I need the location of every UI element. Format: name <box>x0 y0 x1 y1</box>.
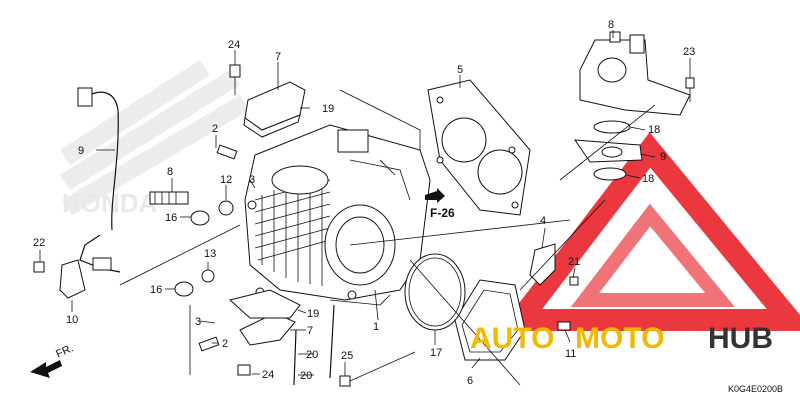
front-marker-text: FR. <box>54 342 75 360</box>
o-ring-upper <box>593 120 631 134</box>
label-3-bottom: 3 <box>195 316 201 328</box>
label-17: 17 <box>430 347 442 359</box>
label-13: 11 <box>565 348 576 360</box>
label-2-bottom: 2 <box>222 338 228 350</box>
fasteners <box>33 64 695 387</box>
label-20-bottom: 20 <box>300 370 312 382</box>
label-20-top: 20 <box>306 349 318 361</box>
label-18-bottom: 18 <box>642 173 654 185</box>
label-15: 13 <box>204 248 216 260</box>
label-10: 8 <box>167 166 173 178</box>
side-cover <box>454 279 526 361</box>
label-4: 4 <box>540 215 546 227</box>
label-25: 25 <box>341 350 353 362</box>
label-24-top: 24 <box>228 39 240 51</box>
label-2-top: 2 <box>212 123 218 135</box>
drawing-code: K0G4E0200B <box>728 384 783 394</box>
label-16-bottom: 16 <box>150 284 162 296</box>
label-11: 9 <box>78 145 84 157</box>
brand-watermark: HONDA <box>60 60 250 218</box>
label-1: 1 <box>373 321 379 333</box>
label-23: 23 <box>683 46 695 58</box>
cylinder-head-gasket <box>427 79 531 216</box>
label-19-top: 19 <box>322 103 334 115</box>
watermark-text-moto: MOTO <box>575 322 664 355</box>
sensor-wire <box>77 87 121 273</box>
label-6: 6 <box>467 375 473 387</box>
label-7-bottom: 7 <box>307 325 313 337</box>
watermark-text-auto: AUTO <box>470 322 554 355</box>
label-3-top: 3 <box>249 174 255 186</box>
head-cover-bottom <box>228 289 301 346</box>
o-ring-lower <box>593 167 627 181</box>
label-7-top: 7 <box>275 51 281 63</box>
spark-plug <box>149 191 189 205</box>
front-direction-arrow: FR. <box>30 342 75 378</box>
watermark-triangle <box>497 132 800 331</box>
reference-label: F-26 <box>430 206 455 220</box>
label-16-top: 16 <box>165 212 177 224</box>
watermark-text-hub: HUB <box>708 322 773 355</box>
sensor-bracket <box>59 259 86 299</box>
label-5: 5 <box>457 64 463 76</box>
site-watermark: AUTO MOTO HUB <box>470 322 773 355</box>
brand-watermark-text: HONDA <box>62 188 158 218</box>
leader-lines <box>39 30 691 386</box>
part-labels: 24 7 19 2 9 8 12 3 16 13 16 22 10 5 8 23… <box>33 19 695 387</box>
label-24-bottom: 24 <box>262 369 274 381</box>
label-22: 22 <box>33 237 45 249</box>
head-cover-top <box>243 81 306 138</box>
o-ring-large <box>404 253 466 331</box>
reference-f26: F-26 <box>425 188 455 220</box>
label-14: 12 <box>220 174 232 186</box>
label-19-bottom: 19 <box>307 308 319 320</box>
label-12: 10 <box>66 314 78 326</box>
label-8: 8 <box>608 19 614 31</box>
insulator <box>579 31 691 116</box>
label-21: 21 <box>568 256 580 268</box>
cylinder-head <box>244 124 431 301</box>
label-9: 9 <box>660 151 666 163</box>
label-18-top: 18 <box>648 124 660 136</box>
